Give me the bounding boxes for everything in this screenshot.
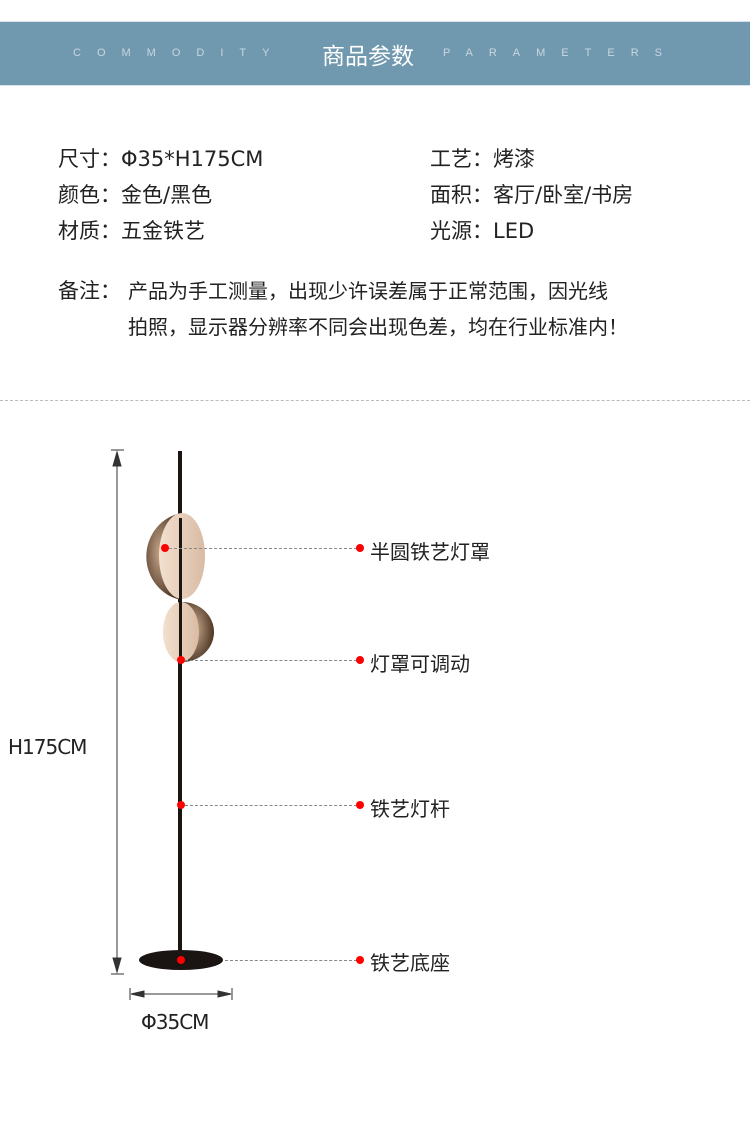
callout-dot — [356, 544, 364, 552]
callout-dot — [177, 801, 185, 809]
callout-base: 铁艺底座 — [370, 951, 450, 975]
callout-line — [169, 548, 357, 549]
callout-dot — [356, 956, 364, 964]
spec-area: 面积：客厅/卧室/书房 — [430, 183, 634, 207]
header-title: 商品参数 — [322, 44, 414, 70]
spec-material: 材质：五金铁艺 — [58, 219, 205, 243]
section-header: COMMODITY 商品参数 PARAMETERS — [0, 21, 750, 86]
divider — [0, 400, 750, 401]
spec-light: 光源：LED — [430, 219, 535, 243]
callout-dot — [356, 801, 364, 809]
diameter-label: Φ35CM — [141, 1010, 209, 1034]
height-label: H175CM — [8, 735, 87, 759]
header-en-left: COMMODITY — [73, 47, 286, 59]
callout-dot — [161, 544, 169, 552]
callout-dot — [356, 656, 364, 664]
callout-adjustable: 灯罩可调动 — [370, 652, 470, 676]
lamp-pole — [178, 451, 182, 956]
height-dimension — [111, 449, 124, 975]
callout-dot — [177, 656, 185, 664]
callout-line — [225, 960, 357, 961]
note-label: 备注： — [58, 279, 121, 303]
callout-line — [185, 660, 357, 661]
header-en-right: PARAMETERS — [443, 47, 678, 59]
diameter-dimension — [129, 988, 233, 1000]
spec-craft: 工艺：烤漆 — [430, 147, 535, 171]
note-line-2: 拍照，显示器分辨率不同会出现色差，均在行业标准内！ — [128, 315, 628, 339]
note-line-1: 产品为手工测量，出现少许误差属于正常范围，因光线 — [128, 279, 608, 303]
spec-size: 尺寸：Φ35*H175CM — [58, 147, 264, 171]
callout-pole: 铁艺灯杆 — [370, 797, 450, 821]
callout-shade: 半圆铁艺灯罩 — [370, 540, 490, 564]
spec-color: 颜色：金色/黑色 — [58, 183, 213, 207]
callout-dot — [177, 956, 185, 964]
callout-line — [185, 805, 357, 806]
